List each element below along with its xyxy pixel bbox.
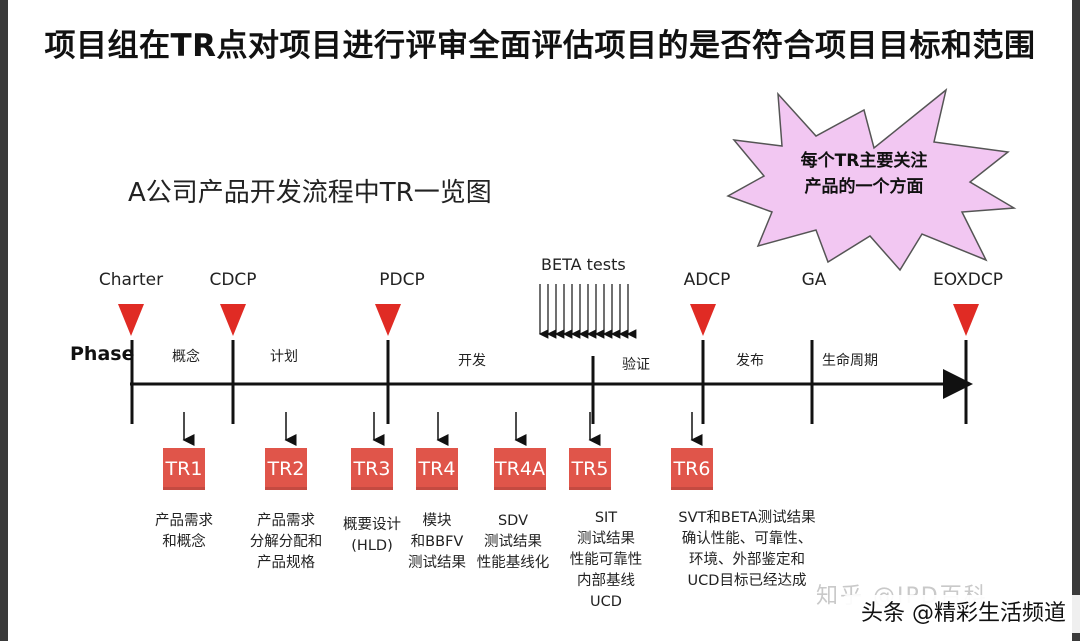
tr4a-box: TR4A [494,448,546,490]
milestone-marker [375,304,401,336]
phase-develop: 开发 [458,353,486,369]
tr3-box: TR3 [351,448,393,490]
milestone-charter: Charter [98,270,164,290]
footer-credit: 头条 @精彩生活频道 [843,595,1080,633]
tr6-description: SVT和BETA测试结果 确认性能、可靠性、 环境、外部鉴定和 UCD目标已经达… [678,510,816,589]
milestone-marker [118,304,144,336]
phase-lifecycle: 生命周期 [822,353,878,369]
tr5-box: TR5 [569,448,611,490]
tr4a-description: SDV 测试结果 性能基线化 [476,513,550,571]
tr-arrows [182,412,703,446]
phase-concept: 概念 [172,349,200,365]
slide: 项目组在TR点对项目进行评审全面评估项目的是否符合项目目标和范围 A公司产品开发… [8,0,1072,641]
beta-test-arrows [538,284,637,339]
milestone-cdcp: CDCP [209,270,257,290]
milestone-pdcp: PDCP [379,270,425,290]
milestone-marker [220,304,246,336]
page-title: 项目组在TR点对项目进行评审全面评估项目的是否符合项目目标和范围 [44,28,1036,64]
beta-tests-label: BETA tests [541,255,626,274]
tr6-box: TR6 [671,448,713,490]
starburst-callout [726,88,1017,272]
milestone-marker [953,304,979,336]
milestone-marker [690,304,716,336]
phase-plan: 计划 [270,349,298,365]
tr5-description: SIT 测试结果 性能可靠性 内部基线 UCD [569,510,643,610]
callout-text: 每个TR主要关注 产品的一个方面 [800,151,928,197]
tr1-description: 产品需求 和概念 [155,513,213,550]
tr3-description: 概要设计 (HLD) [343,517,401,554]
tr4-description: 模块 和BBFV 测试结果 [408,513,466,571]
timeline-diagram [118,284,979,446]
tr1-box: TR1 [163,448,205,490]
starburst-shape [726,88,1017,272]
milestone-eoxdcp: EOXDCP [933,270,1003,290]
tr2-description: 产品需求 分解分配和 产品规格 [249,513,323,571]
phase-release: 发布 [736,353,764,369]
milestone-adcp: ADCP [683,270,731,290]
phase-verify: 验证 [622,357,650,373]
tr4-box: TR4 [416,448,458,490]
tr2-box: TR2 [265,448,307,490]
milestone-ga: GA [801,270,827,290]
axis-label: Phase [70,343,135,365]
diagram-subtitle: A公司产品开发流程中TR一览图 [128,178,492,208]
